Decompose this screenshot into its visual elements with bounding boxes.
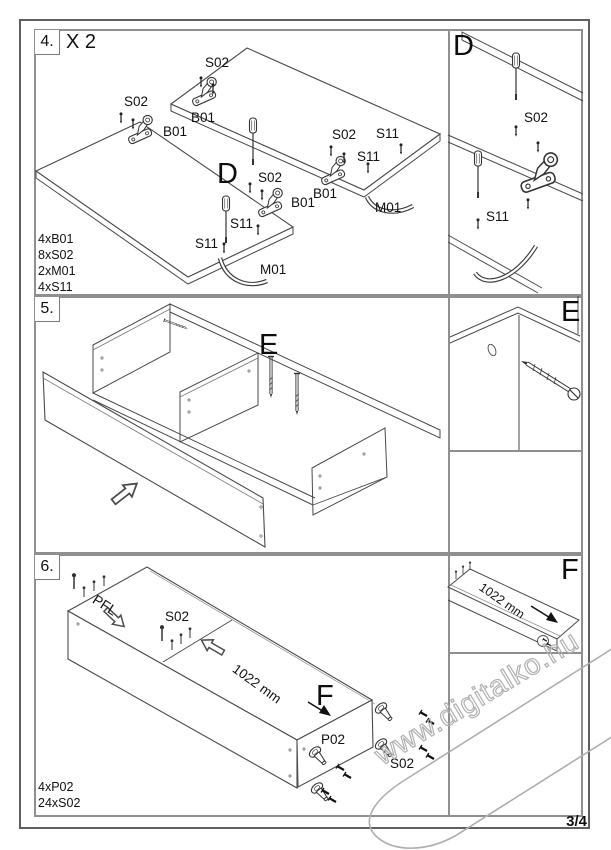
step4-multiplier: X 2 [66, 31, 97, 53]
callout: S02 [205, 55, 230, 70]
step5-index: 5. [35, 297, 60, 322]
part-qty: 8xS02 [38, 248, 74, 262]
callout: S02 [332, 127, 357, 142]
callout: B01 [163, 124, 188, 139]
handle-icon [217, 257, 268, 287]
upper-board [169, 47, 442, 198]
length-arrow-icon [530, 605, 558, 623]
step6-index-label: 6. [40, 558, 54, 575]
step6-detail-ref: F [316, 680, 334, 712]
callout: S11 [486, 209, 510, 224]
step6-illustration [66, 566, 436, 805]
callout: S11 [195, 236, 219, 251]
callout: S11 [376, 126, 400, 141]
callout: S02 [390, 756, 415, 771]
step6-parts-list: 4xP02 24xS02 [38, 779, 80, 811]
step6-panel [34, 554, 583, 817]
callout: B01 [313, 186, 338, 201]
step5-panel [34, 296, 583, 554]
part-qty: 2xM01 [38, 264, 76, 278]
callout: B01 [191, 110, 216, 125]
callout: M01 [375, 200, 402, 215]
page-border [19, 19, 590, 829]
page-number: 3/4 [566, 813, 587, 830]
callout: S11 [357, 149, 381, 164]
step4-panel [34, 29, 583, 296]
part-qty: 4xS11 [38, 280, 73, 294]
callout: S02 [524, 110, 549, 125]
handle-icon [473, 244, 538, 283]
step6-detail-divider [448, 554, 450, 817]
front-panel [42, 371, 266, 548]
detail-f-bottom [448, 652, 583, 654]
detail-f-illustration [447, 561, 580, 652]
detail-d-illustration [447, 31, 584, 294]
callout: P02 [321, 732, 346, 747]
step4-parts-list: 4xB01 8xS02 2xM01 4xS11 [38, 231, 76, 295]
callout: S02 [258, 170, 283, 185]
step5-detail-ref: E [259, 329, 279, 361]
detail-e-bottom [448, 450, 583, 452]
detail-d-title: D [453, 30, 474, 62]
callout: S11 [230, 216, 254, 231]
lower-board [34, 121, 295, 285]
part-qty: 4xB01 [38, 232, 74, 246]
cam-lock-icon [537, 635, 549, 647]
part-qty: 4xP02 [38, 780, 74, 794]
step4-detail-ref: D [217, 158, 238, 190]
step5-detail-divider [448, 296, 450, 554]
callout: S02 [124, 94, 149, 109]
callout: M01 [260, 262, 287, 277]
callout: S02 [165, 609, 190, 624]
step4-index: 4. [35, 30, 60, 55]
step5-illustration [42, 303, 441, 548]
detail-f-title: F [561, 554, 579, 586]
step4-detail-divider [448, 29, 450, 296]
detail-arrow-icon [307, 701, 331, 716]
detail-e-title: E [561, 296, 581, 328]
part-qty: 24xS02 [38, 796, 81, 810]
step4-illustration [34, 47, 442, 287]
callout: B01 [291, 195, 316, 210]
step4-index-label: 4. [40, 33, 54, 50]
step5-index-label: 5. [40, 300, 54, 317]
detail-e-illustration [449, 296, 581, 450]
connector-screw-icon [521, 361, 581, 401]
handle-icon [364, 195, 415, 214]
step6-index: 6. [35, 555, 60, 580]
